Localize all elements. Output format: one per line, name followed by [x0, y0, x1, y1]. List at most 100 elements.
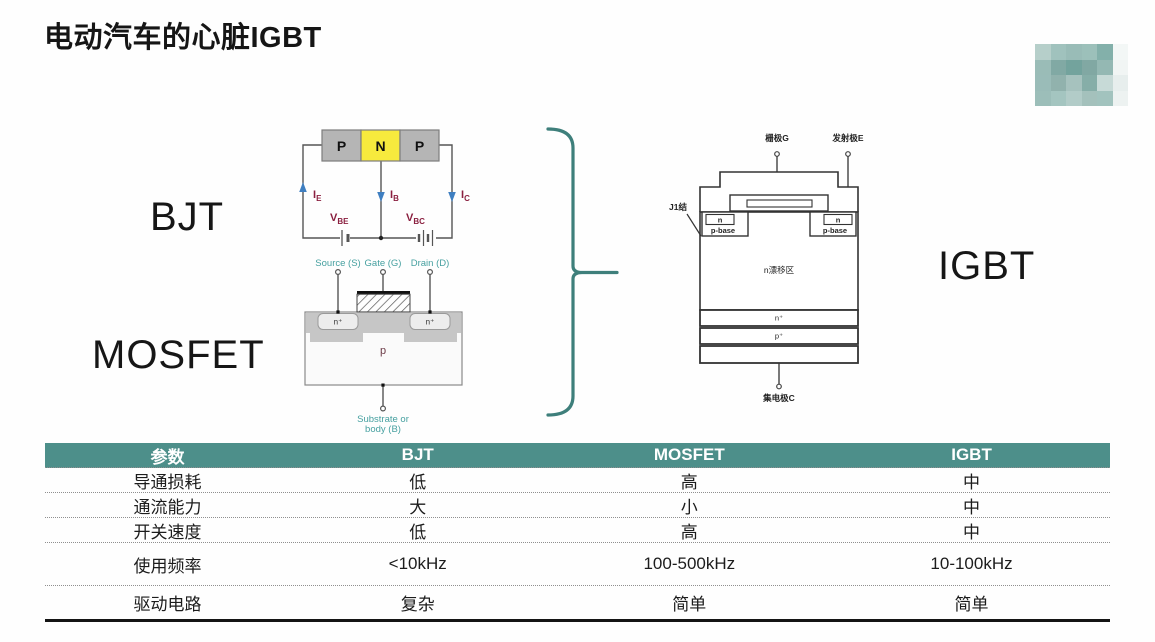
voltage-vbe-label: VBE [330, 212, 349, 226]
table-cell: 简单 [672, 595, 707, 614]
mosaic-cell [1066, 59, 1082, 75]
gate-pin-icon [774, 151, 780, 157]
header-bjt: BJT [401, 445, 434, 464]
mosfet-leads [337, 274, 431, 406]
current-arrow-down-icon [377, 192, 385, 202]
mosaic-cell [1035, 75, 1051, 91]
mosaic-cell [1081, 59, 1097, 75]
header-igbt: IGBT [951, 445, 992, 464]
gate-pin-icon [379, 269, 386, 276]
gate-terminal-label: 栅极G [765, 133, 789, 143]
table-cell: 100-500kHz [643, 554, 736, 573]
drain-terminal-label: Drain (D) [411, 258, 450, 269]
mosaic-cell [1081, 75, 1097, 91]
table-header-row: 参数 BJT MOSFET IGBT [45, 443, 1110, 468]
mosaic-cell [1112, 75, 1128, 91]
table-cell: 低 [409, 522, 427, 542]
battery-vbc-symbol [417, 230, 434, 246]
drift-region-label: n漂移区 [764, 265, 795, 275]
contact-dot [428, 310, 432, 314]
substrate-pin-icon [379, 405, 386, 412]
param-cell: 使用频率 [133, 556, 202, 576]
mosaic-cell [1035, 59, 1051, 75]
p-base-label: p-base [823, 226, 847, 235]
table-row: 通流能力 大 小 中 [45, 493, 1110, 518]
p-block-label: P [415, 138, 424, 154]
header-mosfet: MOSFET [653, 445, 725, 464]
header-param: 参数 [150, 447, 185, 467]
bjt-label: BJT [150, 195, 225, 239]
junction-dot [378, 235, 384, 241]
table-cell: 中 [963, 522, 981, 542]
mosfet-label: MOSFET [92, 333, 265, 377]
table-cell: 高 [680, 472, 698, 492]
param-cell: 驱动电路 [133, 595, 202, 614]
mosaic-cell [1097, 90, 1113, 106]
table-cell: 低 [409, 472, 427, 492]
mosaic-cell [1081, 44, 1097, 60]
mosaic-cell [1081, 90, 1097, 106]
mosaic-cell [1035, 90, 1051, 106]
mosaic-cell [1097, 75, 1113, 91]
mosaic-cell [1050, 90, 1066, 106]
param-cell: 开关速度 [133, 522, 202, 542]
table-cell: 中 [963, 472, 981, 492]
n-well-label: n [836, 216, 841, 225]
table-cell: 大 [409, 497, 427, 517]
table-row: 开关速度 低 高 中 [45, 518, 1110, 543]
voltage-vbc-label: VBC [406, 212, 425, 226]
current-ib-label: IB [390, 189, 399, 203]
p-plus-collector-layer [699, 327, 859, 345]
drain-pin-icon [427, 269, 434, 276]
n-plus-label: n⁺ [426, 318, 435, 327]
mosaic-cell [1066, 75, 1082, 91]
n-well-right [823, 213, 853, 226]
contact-dot [336, 310, 340, 314]
gate-oxide [356, 293, 411, 313]
mosfet-diagram: Source (S) Gate (G) Drain (D) n⁺ n⁺ p Su… [304, 258, 463, 435]
battery-vbe-symbol [341, 230, 350, 246]
page-title: 电动汽车的心脏IGBT [44, 22, 322, 54]
n-well-label: n [718, 216, 723, 225]
igbt-diagram: 栅极G 发射极E n n p-base p-base n漂移区 n⁺ p⁺ 集电… [669, 133, 864, 403]
bjt-diagram: P N P IE IB IC VBE VBC [299, 129, 470, 246]
mosaic-cell [1050, 59, 1066, 75]
table-cell: <10kHz [388, 554, 447, 573]
collector-metal-layer [699, 345, 859, 364]
emitter-pin-icon [845, 151, 851, 157]
logo-mosaic [1035, 44, 1128, 106]
table-cell: 小 [680, 497, 698, 517]
combining-brace [546, 127, 619, 417]
mosaic-cell [1112, 90, 1128, 106]
table-row: 使用频率 <10kHz 100-500kHz 10-100kHz [45, 543, 1110, 586]
source-pin-icon [334, 269, 341, 276]
mosaic-cell [1097, 44, 1113, 60]
n-well-left [705, 213, 735, 226]
table-cell: 高 [680, 522, 698, 542]
substrate-label-line1: Substrate or [357, 414, 409, 425]
current-arrow-down-icon [448, 192, 456, 202]
mosaic-cell [1066, 44, 1082, 60]
collector-pin-icon [776, 383, 782, 390]
p-substrate-label: p [380, 345, 386, 357]
n-plus-buffer-layer [699, 309, 859, 327]
igbt-label: IGBT [938, 244, 1036, 288]
emitter-terminal-label: 发射极E [831, 133, 864, 143]
n-block-label: N [375, 138, 385, 154]
brace-path [546, 127, 619, 417]
mosaic-cell [1097, 59, 1113, 75]
gate-terminal-label: Gate (G) [365, 258, 402, 269]
j1-pointer-line [686, 213, 702, 237]
current-arrow-up-icon [299, 182, 307, 192]
gate-electrode [746, 199, 813, 208]
param-cell: 导通损耗 [133, 472, 202, 492]
current-ic-label: IC [461, 189, 470, 203]
table-row: 导通损耗 低 高 中 [45, 468, 1110, 493]
n-plus-label: n⁺ [775, 314, 783, 323]
comparison-table: 参数 BJT MOSFET IGBT 导通损耗 低 高 中 通流能力 大 小 中… [45, 443, 1110, 622]
mosaic-cell [1066, 90, 1082, 106]
table-row: 驱动电路 复杂 简单 简单 [45, 586, 1110, 619]
current-ie-label: IE [313, 189, 322, 203]
substrate-label-line2: body (B) [365, 424, 401, 435]
p-block-label: P [337, 138, 346, 154]
